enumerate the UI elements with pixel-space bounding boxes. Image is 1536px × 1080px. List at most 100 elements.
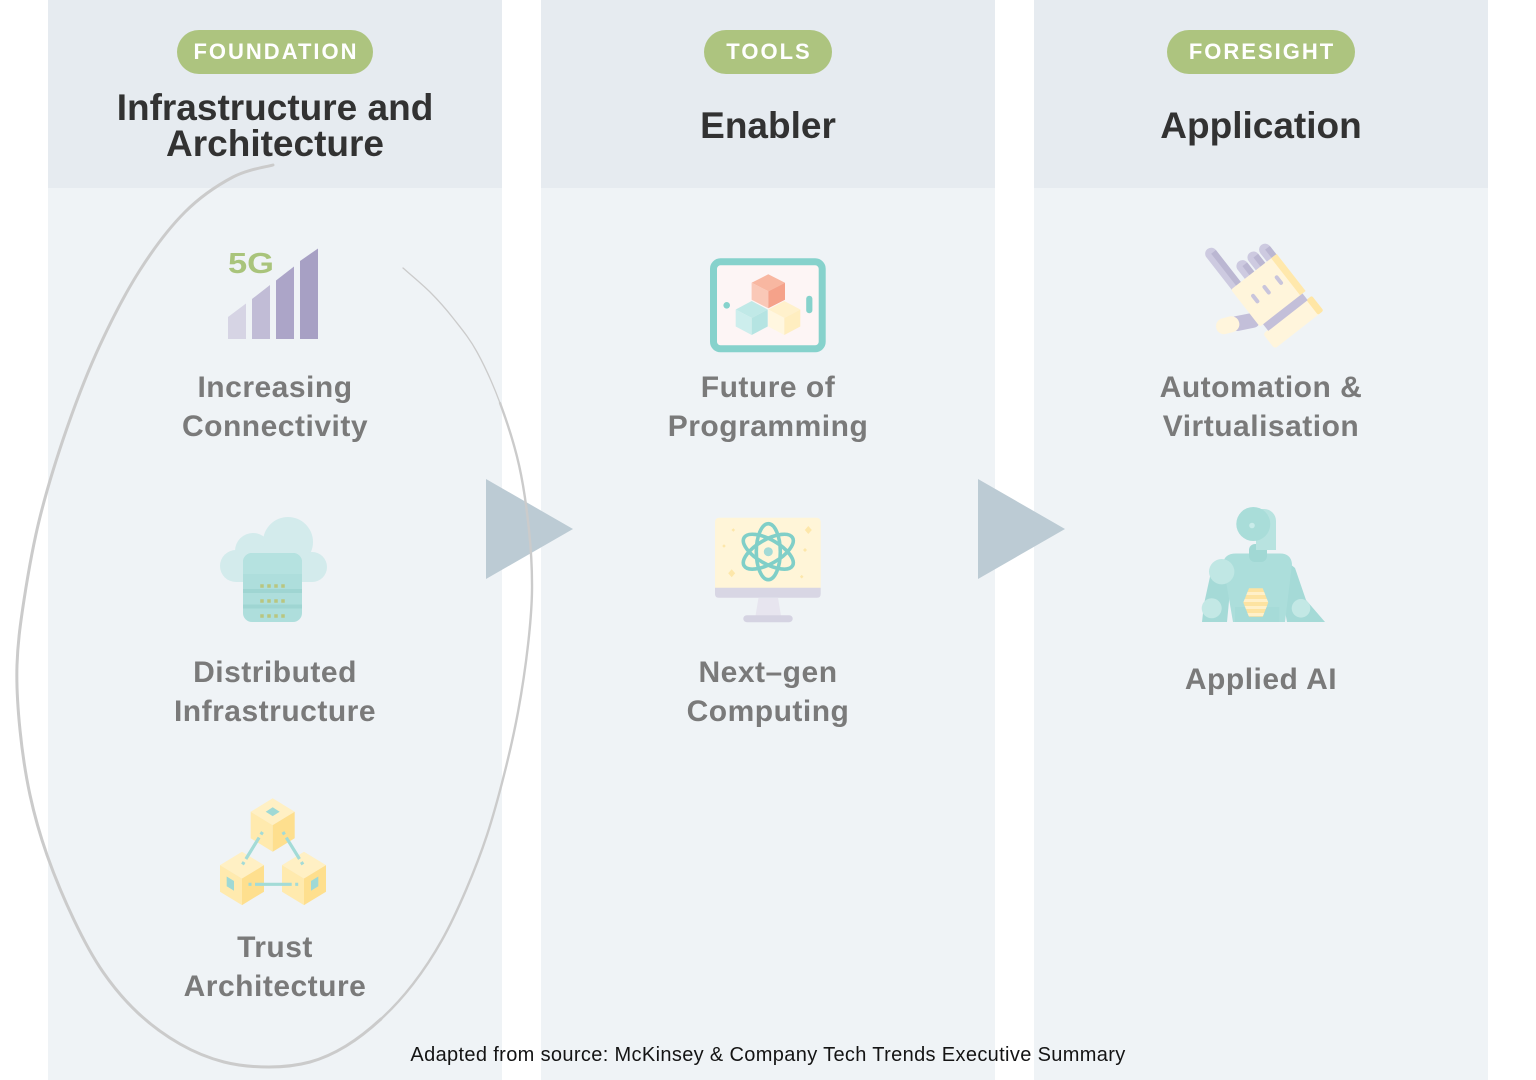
hand-palm-edge [1271,253,1306,296]
block-teal [735,301,768,335]
atom-nucleus [763,547,773,557]
column-title-container: Application [1034,85,1488,167]
item-applied-ai: Applied AI [1034,504,1488,735]
hand-wrist [1260,290,1308,331]
column-title-container: Enabler [541,85,995,167]
source-note: Adapted from source: McKinsey & Company … [410,1044,1126,1066]
column-header: FORESIGHT Application [1034,0,1488,188]
tablet-button [806,295,813,314]
block-yellow [768,301,801,335]
robot-core-stripes [1243,592,1269,616]
sparkle [731,528,736,532]
stage-badge: FOUNDATION [177,30,373,74]
cube-bottom-right [282,851,326,906]
core-stripe [1243,592,1269,595]
cube-bottom-left [220,851,264,906]
column-header: TOOLS Enabler [541,0,995,188]
item-label: Increasing Connectivity [181,371,369,443]
sparkle [803,548,807,552]
arrow-head [486,479,573,579]
server-divider [243,604,302,609]
block-face-right [784,309,801,335]
item-distributed-infrastructure: Distributed Infrastructure [48,504,502,735]
block-face-left [768,309,785,335]
sparkle [804,526,812,534]
item-trust-architecture: Trust Architecture [48,787,502,1010]
sparkle [728,569,736,578]
robot-right-hand [1291,599,1311,618]
block-face-right [751,309,768,335]
tablet-camera [723,302,730,309]
robot-torso [1223,553,1292,622]
cloud-server-icon [220,517,327,622]
robotic-hand-icon [1205,243,1323,348]
cube-top [250,798,295,852]
atom-orbit [754,521,783,582]
hand-cuff [1264,296,1323,348]
item-label: Future of Programming [667,371,869,443]
hand-thumb [1229,312,1260,332]
item-future-of-programming: Future of Programming [541,229,995,450]
robot-left-shoulder [1209,559,1235,585]
block-face-top [768,301,801,318]
robot-core [1243,588,1269,617]
block-face-right [768,282,785,309]
hand-thumb-tip [1215,316,1240,335]
monitor-chin [715,587,821,598]
item-next-gen-computing: Next–gen Computing [541,504,995,735]
atom-orbit [741,532,796,571]
arrow-right-icon [486,479,573,579]
core-stripe [1243,599,1269,602]
block-face-top [735,301,768,318]
item-label: Applied AI [1184,663,1338,696]
signal-5g-icon: 5G [228,248,318,339]
monitor-atom-icon [715,517,821,623]
column-title-container: Infrastructure and Architecture [48,85,502,167]
column-foundation: FOUNDATION Infrastructure and Architectu… [48,0,502,1080]
column-title: Application [1160,105,1362,146]
column-foresight: FORESIGHT Application [1034,0,1488,1080]
atom-symbol [741,521,796,582]
item-label: Distributed Infrastructure [173,656,377,728]
column-title: Infrastructure and Architecture [116,87,434,164]
item-automation-virtualisation: Automation & Virtualisation [1034,229,1488,450]
signal-bar [276,266,294,339]
item-label: Next–gen Computing [686,656,850,728]
hand-knuckle-mark [1262,284,1271,295]
item-increasing-connectivity: 5G Increasing Connectivity [48,229,502,450]
block-salmon [751,274,785,309]
column-title: Enabler [700,105,836,146]
monitor-stand-base [743,615,793,623]
core-stripe [1243,606,1269,609]
server-lid-highlight [243,553,302,574]
hand-cuff-edge [1307,296,1323,315]
robot-right-arm [1280,559,1325,622]
item-label: Automation & Virtualisation [1159,371,1363,443]
arrow-right-icon [978,479,1065,579]
blockchain-cubes-icon [220,798,326,906]
column-tools: TOOLS Enabler [541,0,995,1080]
signal-bar [300,248,318,339]
hand-knuckle-mark [1251,293,1260,304]
column-header: FOUNDATION Infrastructure and Architectu… [48,0,502,188]
atom-orbit [741,532,796,571]
arrow-head [978,479,1065,579]
server-divider [243,589,302,593]
robotic-hand [1205,243,1323,348]
humanoid-robot-icon [1201,507,1325,622]
hand-knuckle-mark [1274,275,1284,285]
signal-5g-label: 5G [228,248,274,280]
item-label: Trust Architecture [183,931,367,1003]
tablet-code-blocks-icon [710,258,826,353]
robot-eye [1249,522,1255,529]
stage-badge: TOOLS [704,30,832,74]
monitor-stand-neck [755,597,781,616]
hand-finger-shade [1211,250,1246,292]
core-stripe [1243,613,1269,616]
signal-bar [252,285,270,339]
robot-left-hand [1201,598,1222,619]
stage-badge: FORESIGHT [1167,30,1355,74]
block-face-left [735,309,752,335]
signal-bar [228,303,246,339]
